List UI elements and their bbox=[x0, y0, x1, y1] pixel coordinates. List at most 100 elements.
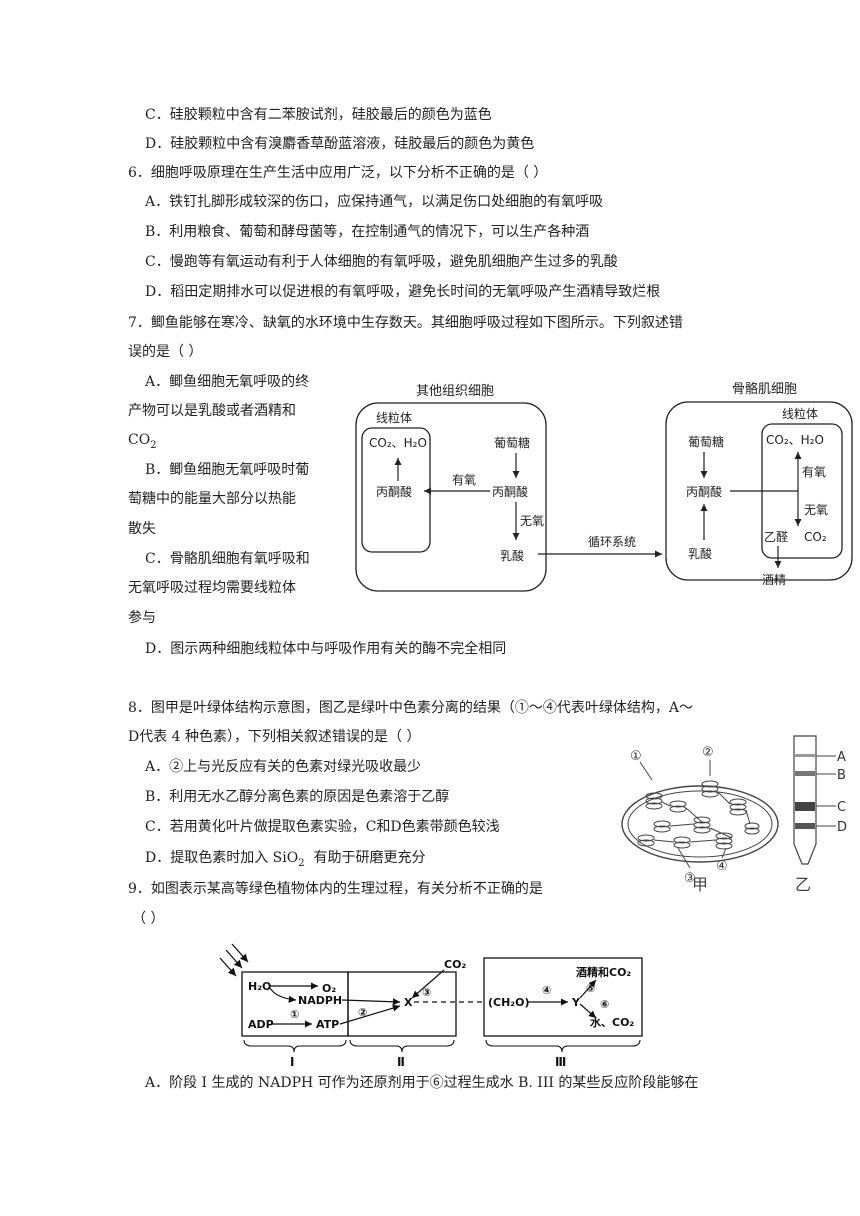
right-ethanol: 酒精 bbox=[762, 573, 786, 587]
filter-paper-strip bbox=[793, 735, 817, 865]
fig-jia-num4: ④ bbox=[716, 859, 728, 874]
q9-stem-line2: （ ） bbox=[132, 911, 165, 927]
q5-option-c: C．硅胶颗粒中含有二苯胺试剂，硅胶最后的颜色为蓝色 bbox=[145, 107, 492, 123]
q9-process-diagram: H₂O O₂ NADPH ADP ATP ① ② X CO₂ ③ (CH₂O) … bbox=[219, 943, 643, 1069]
band-c bbox=[795, 802, 815, 811]
q7-option-a-line1: A．鲫鱼细胞无氧呼吸的终 bbox=[145, 374, 310, 390]
fig-jia-num1: ① bbox=[630, 749, 642, 764]
q7-co2-sub: 2 bbox=[150, 439, 157, 451]
left-cell-outline bbox=[355, 402, 547, 592]
band-d bbox=[795, 823, 815, 829]
chloroplast-inner-membrane bbox=[627, 790, 773, 858]
right-aerobic-label: 有氧 bbox=[802, 465, 826, 479]
q7-option-d: D．图示两种细胞线粒体中与呼吸作用有关的酶不完全相同 bbox=[145, 641, 507, 657]
step3-label: ③ bbox=[422, 986, 431, 999]
nadph-label: NADPH bbox=[298, 994, 342, 1007]
right-glucose: 葡萄糖 bbox=[688, 434, 724, 449]
left-mito-label: 线粒体 bbox=[376, 410, 412, 425]
fig-jia-num3: ③ bbox=[684, 871, 696, 886]
left-glucose: 葡萄糖 bbox=[494, 435, 530, 450]
step6-label: ⑥ bbox=[600, 998, 609, 1011]
x-label: X bbox=[404, 996, 413, 1009]
stage3-box bbox=[483, 957, 643, 1037]
q5-option-d: D．硅胶颗粒中含有溴麝香草酚蓝溶液，硅胶最后的颜色为黄色 bbox=[145, 136, 535, 152]
left-pyruvate: 丙酮酸 bbox=[492, 484, 528, 499]
q8-option-b: B．利用无水乙醇分离色素的原因是色素溶于乙醇 bbox=[145, 789, 450, 805]
q7-co2-text: CO bbox=[128, 432, 151, 448]
step2-label: ② bbox=[358, 1006, 367, 1019]
band-d-label: D bbox=[837, 820, 847, 835]
band-b-label: B bbox=[837, 768, 846, 783]
right-cell-outline bbox=[665, 401, 853, 581]
left-anaerobic-label: 无氧 bbox=[520, 514, 544, 528]
q6-option-b: B．利用粮食、葡萄和酵母菌等，在控制通气的情况下，可以生产各种酒 bbox=[145, 224, 590, 240]
q9-stem-line1: 9．如图表示某高等绿色植物体内的生理过程，有关分析不正确的是 bbox=[128, 881, 543, 897]
right-co2: CO₂ bbox=[804, 530, 827, 544]
q7-option-b-line1: B．鲫鱼细胞无氧呼吸时葡 bbox=[145, 462, 310, 478]
q8-stem-line2: D代表 4 种色素），下列相关叙述错误的是（ ） bbox=[128, 729, 421, 745]
q7-option-c-line2: 无氧呼吸过程均需要线粒体 bbox=[128, 580, 296, 596]
stage2-box bbox=[347, 971, 457, 1037]
left-co2-h2o: CO₂、H₂O bbox=[369, 436, 427, 450]
q6-option-c: C．慢跑等有氧运动有利于人体细胞的有氧呼吸，避免肌细胞产生过多的乳酸 bbox=[145, 254, 618, 270]
q7-option-a-line3: CO2 bbox=[128, 431, 157, 451]
stage2-label: Ⅱ bbox=[397, 1055, 405, 1069]
q7-stem-line2: 误的是（ ） bbox=[128, 344, 203, 360]
ch2o-label: (CH₂O) bbox=[488, 996, 530, 1009]
q6-stem: 6．细胞呼吸原理在生产生活中应用广泛，以下分析不正确的是（ ） bbox=[128, 165, 548, 181]
circulation-label: 循环系统 bbox=[588, 535, 636, 549]
right-anaerobic-label: 无氧 bbox=[804, 503, 828, 517]
ethanol-co2-label: 酒精和CO₂ bbox=[576, 965, 631, 979]
q8-chloroplast-figure: ① ② ③ ④ bbox=[621, 745, 779, 886]
q8-chromatography-figure: A B C D bbox=[793, 735, 847, 865]
left-mito-pyruvate: 丙酮酸 bbox=[376, 484, 412, 499]
left-lactate: 乳酸 bbox=[500, 548, 524, 563]
left-cell-title: 其他组织细胞 bbox=[416, 384, 494, 399]
q7-option-c-line1: C．骨骼肌细胞有氧呼吸和 bbox=[145, 551, 310, 567]
fig-yi-label: 乙 bbox=[795, 875, 812, 894]
o2-label: O₂ bbox=[322, 982, 336, 995]
adp-label: ADP bbox=[248, 1018, 274, 1031]
fig-jia-num2: ② bbox=[702, 745, 714, 760]
right-acetaldehyde: 乙醛 bbox=[764, 529, 788, 544]
h2o-label: H₂O bbox=[248, 980, 271, 993]
y-label: Y bbox=[571, 996, 581, 1009]
q8-option-d: D．提取色素时加入 SiO2 有助于研磨更充分 bbox=[145, 849, 426, 869]
band-a-label: A bbox=[837, 750, 846, 765]
q7-option-b-line3: 散失 bbox=[128, 521, 156, 537]
fig-jia-label: 甲 bbox=[692, 875, 709, 894]
q7-option-a-line2: 产物可以是乳酸或者酒精和 bbox=[128, 403, 296, 419]
band-b bbox=[795, 771, 815, 776]
q9-options-ab: A．阶段 I 生成的 NADPH 可作为还原剂用于⑥过程生成水 B. III 的… bbox=[145, 1075, 699, 1091]
stage3-label: Ⅲ bbox=[555, 1055, 566, 1069]
co2-label: CO₂ bbox=[444, 958, 466, 971]
band-c-label: C bbox=[837, 800, 846, 815]
q6-option-d: D．稻田定期排水可以促进根的有氧呼吸，避免长时间的无氧呼吸产生酒精导致烂根 bbox=[145, 284, 661, 300]
step4-label: ④ bbox=[542, 984, 551, 997]
step5-label: ⑤ bbox=[586, 982, 595, 995]
left-aerobic-label: 有氧 bbox=[452, 473, 476, 487]
band-a bbox=[795, 754, 815, 757]
q7-respiration-diagram: 其他组织细胞 线粒体 CO₂、H₂O 丙酮酸 葡萄糖 丙酮酸 有氧 无氧 乳酸 … bbox=[355, 381, 853, 592]
q8-option-d-sub: 2 bbox=[298, 857, 305, 869]
step1-label: ① bbox=[290, 1008, 299, 1021]
water-co2-label: 水、CO₂ bbox=[590, 1015, 634, 1029]
q7-option-c-line3: 参与 bbox=[128, 610, 156, 626]
right-co2-h2o: CO₂、H₂O bbox=[766, 433, 824, 447]
atp-label: ATP bbox=[316, 1018, 339, 1031]
q6-option-a: A．铁钉扎脚形成较深的伤口，应保持通气，以满足伤口处细胞的有氧呼吸 bbox=[145, 194, 604, 210]
q8-stem-line1: 8．图甲是叶绿体结构示意图，图乙是绿叶中色素分离的结果（①～④代表叶绿体结构，A… bbox=[128, 700, 694, 716]
chloroplast-outer-membrane bbox=[621, 785, 779, 863]
right-lactate: 乳酸 bbox=[688, 546, 712, 561]
q7-option-b-line2: 萄糖中的能量大部分以热能 bbox=[128, 491, 296, 507]
q8-option-c: C．若用黄化叶片做提取色素实验，C和D色素带颜色较浅 bbox=[145, 819, 500, 835]
q8-option-d-post: 有助于研磨更充分 bbox=[304, 850, 426, 866]
stage1-label: Ⅰ bbox=[290, 1055, 294, 1069]
right-cell-title: 骨骼肌细胞 bbox=[732, 381, 797, 397]
right-mito-label: 线粒体 bbox=[782, 406, 818, 421]
q8-option-a: A．②上与光反应有关的色素对绿光吸收最少 bbox=[145, 759, 422, 775]
right-pyruvate: 丙酮酸 bbox=[686, 484, 722, 499]
q8-option-d-pre: D．提取色素时加入 SiO bbox=[145, 850, 299, 866]
q7-stem-line1: 7．鲫鱼能够在寒冷、缺氧的水环境中生存数天。其细胞呼吸过程如下图所示。下列叙述错 bbox=[128, 315, 683, 331]
